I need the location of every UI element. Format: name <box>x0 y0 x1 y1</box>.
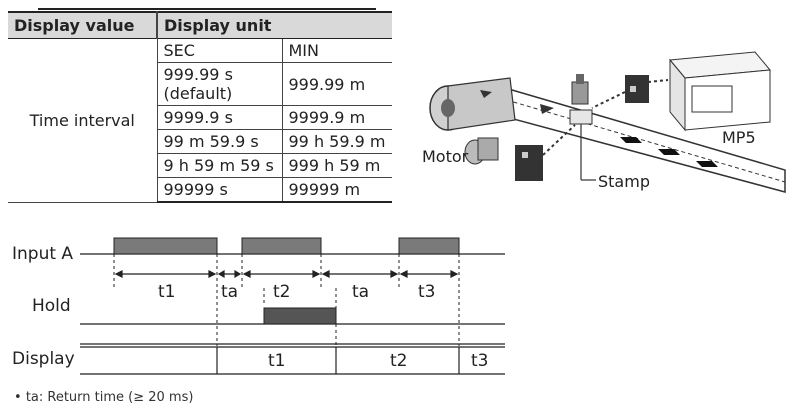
col-sec-label: SEC <box>157 38 283 63</box>
note-bullet: • <box>14 390 22 405</box>
motor-icon <box>429 77 516 165</box>
note-text: ta: Return time (≥ 20 ms) <box>25 390 194 405</box>
header-display-unit: Display unit <box>157 11 392 39</box>
belt-marks <box>620 137 718 167</box>
display-t2: t2 <box>390 351 407 371</box>
sec-value: 999.99 s <box>163 65 233 84</box>
col-min-label: MIN <box>282 38 392 63</box>
hold-label: Hold <box>32 296 71 316</box>
input-pulse-1 <box>113 237 218 255</box>
display-dividers <box>216 347 460 374</box>
return-time-note: • ta: Return time (≥ 20 ms) <box>14 390 193 405</box>
sec-cell: 9 h 59 m 59 s <box>157 153 283 178</box>
interval-t2: t2 <box>273 282 290 302</box>
conveyor-illustration: Motor Stamp MP5 <box>422 51 786 193</box>
table-row: 99999 s 99999 m <box>8 177 392 203</box>
interval-t3: t3 <box>418 282 435 302</box>
sec-cell: 9999.9 s <box>157 105 283 130</box>
stamp-icon <box>569 74 596 181</box>
interval-t1: t1 <box>158 282 175 302</box>
hold-pulse <box>263 307 337 325</box>
display-t3: t3 <box>471 351 488 371</box>
timing-diagram: Input A t1 ta t2 ta t3 Hold <box>12 237 505 375</box>
sensor-bottom-icon <box>515 124 576 181</box>
table-row: 9999.9 s 9999.9 m <box>8 105 392 130</box>
motor-label: Motor <box>422 147 469 166</box>
table-row: 99 m 59.9 s 99 h 59.9 m <box>8 129 392 154</box>
interval-ta-2: ta <box>352 282 369 302</box>
belt-direction-arrows <box>480 90 554 114</box>
input-pulse-2 <box>241 237 322 255</box>
input-pulse-3 <box>398 237 460 255</box>
belt-dashed-line <box>499 97 786 183</box>
mp5-device-icon <box>647 51 771 132</box>
min-cell: 999.99 m <box>282 62 392 106</box>
min-cell: 9999.9 m <box>282 105 392 130</box>
min-cell: 99999 m <box>282 177 392 203</box>
header-display-value: Display value <box>8 11 158 39</box>
sec-default-note: (default) <box>163 84 233 103</box>
display-t1: t1 <box>268 351 285 371</box>
sec-cell: 99 m 59.9 s <box>157 129 283 154</box>
display-unit-table: Display value Display unit Time interval… <box>8 11 392 203</box>
display-label: Display <box>12 349 75 369</box>
table-top-rule <box>38 8 376 10</box>
interval-ta-1: ta <box>221 282 238 302</box>
table-row: 9 h 59 m 59 s 999 h 59 m <box>8 153 392 178</box>
min-cell: 99 h 59.9 m <box>282 129 392 154</box>
mp5-label: MP5 <box>722 128 756 147</box>
table-row: 999.99 s (default) 999.99 m <box>8 62 392 106</box>
sec-cell: 99999 s <box>157 177 283 203</box>
stamp-label: Stamp <box>598 172 650 191</box>
interval-arrows <box>114 269 459 279</box>
table-row-units: Time interval SEC MIN <box>8 38 392 203</box>
sensor-top-icon <box>591 75 649 109</box>
min-cell: 999 h 59 m <box>282 153 392 178</box>
sec-cell-default: 999.99 s (default) <box>157 62 283 106</box>
display-unit-table-block: Display value Display unit Time interval… <box>8 8 392 203</box>
input-a-label: Input A <box>12 244 73 264</box>
table-header-row: Display value Display unit <box>8 11 392 39</box>
time-interval-label: Time interval <box>8 38 158 203</box>
timing-guides <box>113 254 460 346</box>
